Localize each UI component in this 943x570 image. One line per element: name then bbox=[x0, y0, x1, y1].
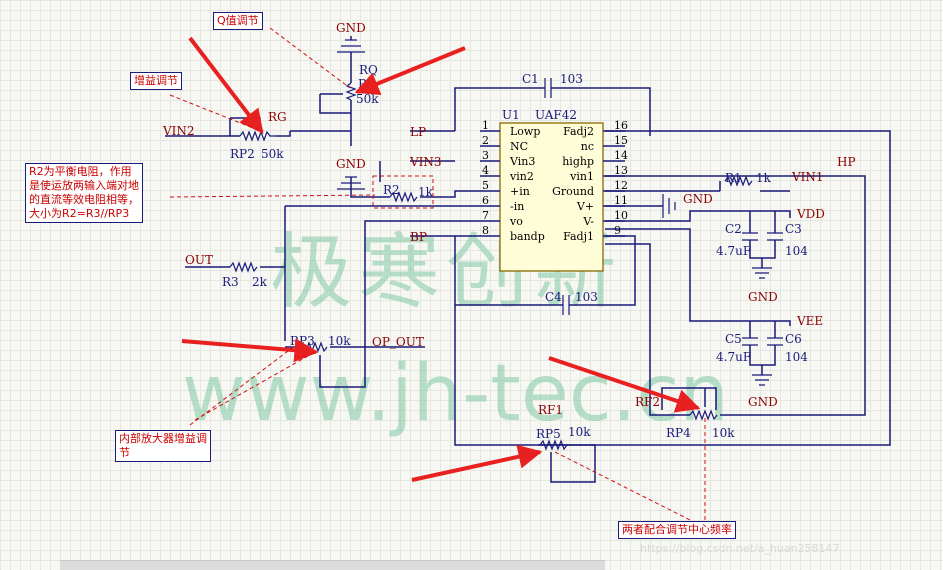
rq-ref: RQ bbox=[359, 63, 378, 77]
pin-15-name: nc bbox=[581, 140, 594, 153]
pin-6-number: 6 bbox=[482, 194, 489, 207]
annotation-center-freq: 两者配合调节中心频率 bbox=[618, 521, 736, 539]
pin-9-name: Fadj1 bbox=[563, 230, 594, 243]
pin-1-name: Lowp bbox=[510, 125, 540, 138]
net-out: OUT bbox=[185, 253, 213, 267]
c3-value: 104 bbox=[785, 244, 808, 258]
rp5-ref: RP5 bbox=[536, 427, 561, 441]
pot-rq: GND RQ R1 50k bbox=[290, 21, 379, 146]
gnd-top: GND bbox=[336, 21, 366, 35]
rp3-value: 10k bbox=[328, 334, 351, 348]
pin-9-number: 9 bbox=[614, 224, 621, 237]
rp4-ref: RP4 bbox=[666, 426, 691, 440]
c4-value: 103 bbox=[575, 290, 598, 304]
pin-10-name: V- bbox=[582, 215, 594, 228]
net-vin3: VIN3 bbox=[409, 155, 442, 169]
vdd-decoupling: VDD C2 4.7uF C3 104 GND bbox=[605, 207, 825, 304]
net-vdd: VDD bbox=[796, 207, 825, 221]
pin-3-number: 3 bbox=[482, 149, 489, 162]
rf2-label: RF2 bbox=[635, 395, 660, 409]
pin-16-name: Fadj2 bbox=[563, 125, 594, 138]
c5-value: 4.7uF bbox=[716, 350, 751, 364]
c6-ref: C6 bbox=[785, 332, 802, 346]
capacitor-c1: C1 103 bbox=[454, 72, 651, 136]
pin-16-number: 16 bbox=[614, 119, 628, 132]
resistor-r2: GND R2 1k bbox=[336, 157, 480, 209]
gnd-pin12: GND bbox=[683, 192, 713, 206]
pin-5-name: +in bbox=[510, 185, 530, 198]
pin-11-name: V+ bbox=[576, 200, 594, 213]
c5-ref: C5 bbox=[725, 332, 742, 346]
resistor-r3: OUT R3 2k bbox=[185, 253, 286, 341]
gnd-mid: GND bbox=[336, 157, 366, 171]
pin-8-name: bandp bbox=[510, 230, 545, 243]
net-hp: HP bbox=[837, 155, 856, 169]
chip-ref: U1 bbox=[502, 108, 520, 122]
net-vin1: VIN1 bbox=[791, 170, 824, 184]
pin-2-name: NC bbox=[510, 140, 528, 153]
r2-value: 1k bbox=[418, 185, 434, 199]
c2-value: 4.7uF bbox=[716, 244, 751, 258]
chip-part: UAF42 bbox=[535, 108, 577, 122]
rp2-ref: RP2 bbox=[230, 147, 255, 161]
vee-decoupling: VEE C5 4.7uF C6 104 GND bbox=[605, 228, 823, 409]
annotation-arrows bbox=[169, 27, 706, 526]
pin-2-number: 2 bbox=[482, 134, 489, 147]
c2-ref: C2 bbox=[725, 222, 742, 236]
pin-10-number: 10 bbox=[614, 209, 628, 222]
rp5-value: 10k bbox=[568, 425, 591, 439]
c4-ref: C4 bbox=[545, 290, 562, 304]
pin-7-number: 7 bbox=[482, 209, 489, 222]
pin-7-name: vo bbox=[509, 215, 523, 228]
gnd-vee: GND bbox=[748, 395, 778, 409]
pin-6-name: -in bbox=[510, 200, 524, 213]
r3-ref: R3 bbox=[222, 275, 239, 289]
pot-rp4: RF2 RP4 10k bbox=[605, 243, 735, 440]
blog-url: https://blog.csdn.net/a_huan258147 bbox=[640, 542, 840, 555]
pin-12-number: 12 bbox=[614, 179, 628, 192]
annotation-gain-adjust: 增益调节 bbox=[130, 72, 182, 90]
rf1-label: RF1 bbox=[538, 403, 563, 417]
annotation-r2-note: R2为平衡电阻，作用 是使运放两输入端对地 的直流等效电阻相等， 大小为R2=R… bbox=[25, 163, 143, 223]
pin-8-number: 8 bbox=[482, 224, 489, 237]
annotation-internal-gain: 内部放大器增益调 节 bbox=[115, 430, 211, 462]
r3-value: 2k bbox=[252, 275, 268, 289]
pin-14-number: 14 bbox=[614, 149, 628, 162]
c6-value: 104 bbox=[785, 350, 808, 364]
pin-11-number: 11 bbox=[614, 194, 628, 207]
pin-4-name: vin2 bbox=[509, 170, 534, 183]
pin-15-number: 15 bbox=[614, 134, 628, 147]
pin-13-name: vin1 bbox=[569, 170, 594, 183]
net-vin2: VIN2 bbox=[162, 124, 195, 138]
pin-14-name: highp bbox=[562, 155, 594, 168]
pot-rp5: RF1 RP5 10k bbox=[536, 403, 596, 483]
annotation-q-adjust: Q值调节 bbox=[213, 12, 263, 30]
gnd-vdd: GND bbox=[748, 290, 778, 304]
r1-ref: R1 bbox=[725, 171, 742, 185]
rp3-ref: RP3 bbox=[290, 334, 315, 348]
c1-ref: C1 bbox=[522, 72, 539, 86]
net-op-out: OP_OUT bbox=[372, 335, 424, 349]
pin-12-name: Ground bbox=[552, 185, 594, 198]
rg-label: RG bbox=[268, 110, 287, 124]
pin-1-number: 1 bbox=[482, 119, 489, 132]
pin-3-name: Vin3 bbox=[509, 155, 535, 168]
uaf42-chip: U1 UAF42 1 Lowp 2 NC 3 Vin3 4 vin2 5 +in 6 -in 7 vo 8 b… bbox=[480, 108, 628, 272]
pin-13-number: 13 bbox=[614, 164, 628, 177]
rp2-value: 50k bbox=[261, 147, 284, 161]
rq-value: 50k bbox=[356, 92, 379, 106]
c1-value: 103 bbox=[560, 72, 583, 86]
pin-5-number: 5 bbox=[482, 179, 489, 192]
r2-ref: R2 bbox=[383, 183, 400, 197]
net-vee: VEE bbox=[796, 314, 823, 328]
rp4-value: 10k bbox=[712, 426, 735, 440]
r1-value: 1k bbox=[756, 171, 772, 185]
pin-4-number: 4 bbox=[482, 164, 489, 177]
net-bp: BP bbox=[410, 230, 427, 244]
horizontal-scrollbar[interactable] bbox=[60, 560, 605, 570]
c3-ref: C3 bbox=[785, 222, 802, 236]
pot-rp2: VIN2 RG RP2 50k bbox=[162, 110, 291, 161]
net-lp: LP bbox=[410, 125, 426, 139]
